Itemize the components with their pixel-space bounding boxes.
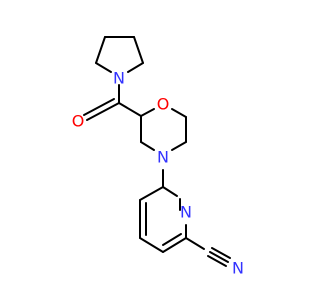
bond [211, 247, 231, 259]
bond [207, 255, 227, 267]
bond [95, 62, 112, 73]
nitrile-nitrogen-label: N [232, 259, 244, 278]
morpholine-oxygen-label: O [157, 95, 170, 114]
bond [86, 102, 120, 121]
bond [209, 251, 229, 263]
pyrrolidine-nitrogen-label: N [113, 69, 125, 88]
bond [162, 186, 178, 197]
bond [139, 237, 164, 253]
bond [139, 186, 164, 201]
pyridine-ring [139, 186, 187, 253]
nitrile-group [185, 237, 231, 267]
amide-group [83, 84, 142, 121]
bond [162, 233, 182, 246]
bond [171, 141, 187, 151]
bond [127, 62, 144, 73]
morpholine-nitrogen-label: N [157, 148, 169, 167]
bond [185, 237, 205, 250]
bond [171, 108, 187, 118]
bond [118, 102, 142, 117]
bond [95, 36, 106, 64]
pyrrolidine-ring [95, 36, 144, 73]
molecule-structure: N O O N N N [72, 36, 244, 278]
bond [140, 141, 155, 151]
pyridine-nitrogen-label: N [180, 203, 192, 222]
carbonyl-oxygen-label: O [72, 112, 85, 131]
bond [162, 237, 187, 253]
bond [133, 36, 144, 64]
morpholine-ring [140, 108, 187, 151]
bond [140, 108, 155, 117]
bond [83, 98, 115, 116]
